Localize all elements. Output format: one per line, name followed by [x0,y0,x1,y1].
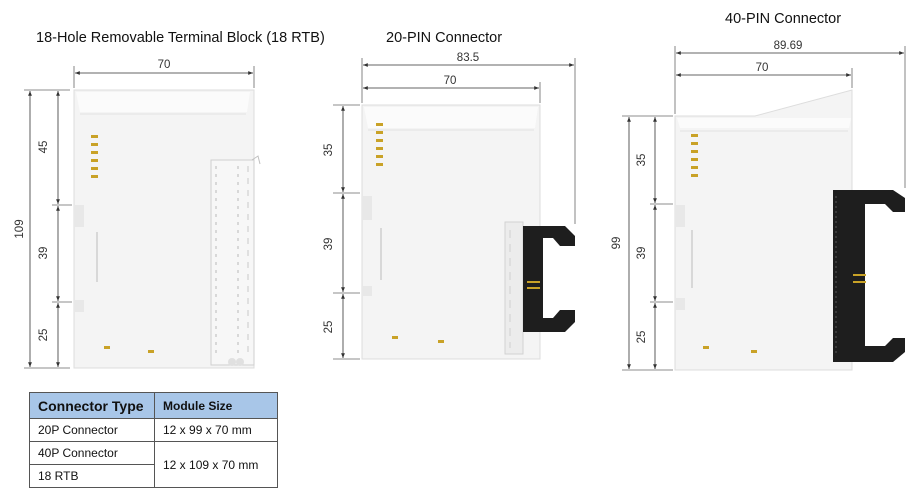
table-row: 20P Connector 12 x 99 x 70 mm [29,418,278,442]
rtb-seg-bot-label: 25 [38,329,50,342]
pin40-overall-dimension: 89.69 [674,40,906,188]
pin40-module [674,89,853,371]
pin20-overall-dimension: 83.5 [361,52,576,224]
pin20-width-dimension: 70 [363,75,541,103]
cell-connector-type: 20P Connector [29,418,155,442]
title-18-rtb: 18-Hole Removable Terminal Block (18 RTB… [36,30,325,46]
pin40-connector [833,190,905,362]
rtb-height-label: 109 [14,219,26,238]
pin40-height-label: 99 [611,237,623,250]
rtb-height-dimension: 109 45 39 25 [14,89,72,369]
rtb-module [73,89,261,369]
rtb-status-leds [91,135,154,353]
title-20-pin: 20-PIN Connector [386,30,503,46]
pin40-status-leds [691,134,757,353]
pin40-seg-mid-label: 39 [636,247,648,260]
pin20-width-label: 70 [444,75,457,87]
pin20-overall-label: 83.5 [457,52,479,64]
pin20-seg-top-label: 35 [323,144,335,157]
pin40-width-dimension: 70 [676,62,853,88]
cell-module-size: 12 x 99 x 70 mm [154,418,278,442]
table-header-row: Connector Type Module Size [29,392,278,419]
rtb-width-label: 70 [158,59,171,71]
pin20-height-dimension: 35 39 25 [323,104,360,360]
pin40-height-dimension: 99 35 39 25 [611,115,673,371]
header-module-size: Module Size [154,392,278,419]
header-connector-type: Connector Type [29,392,155,419]
rtb-width-dimension: 70 [73,59,255,88]
pin20-module [361,104,541,360]
pin40-seg-top-label: 35 [636,154,648,167]
module-size-table: Connector Type Module Size 20P Connector… [29,392,278,488]
pin40-seg-bot-label: 25 [636,331,648,344]
pin20-seg-mid-label: 39 [323,238,335,251]
pin40-overall-label: 89.69 [774,40,803,52]
rtb-seg-top-label: 45 [38,141,50,154]
rtb-seg-mid-label: 39 [38,247,50,260]
table-row: 40P Connector 12 x 109 x 70 mm [29,441,278,488]
pin40-width-label: 70 [756,62,769,74]
cell-connector-type: 18 RTB [29,464,155,488]
cell-module-size: 12 x 109 x 70 mm [154,441,278,488]
pin20-seg-bot-label: 25 [323,321,335,334]
pin20-status-leds [376,123,444,343]
table-row: 18 RTB [29,464,278,488]
cell-connector-type: 40P Connector [29,441,155,465]
pin20-connector [523,226,575,332]
title-40-pin: 40-PIN Connector [725,11,842,27]
